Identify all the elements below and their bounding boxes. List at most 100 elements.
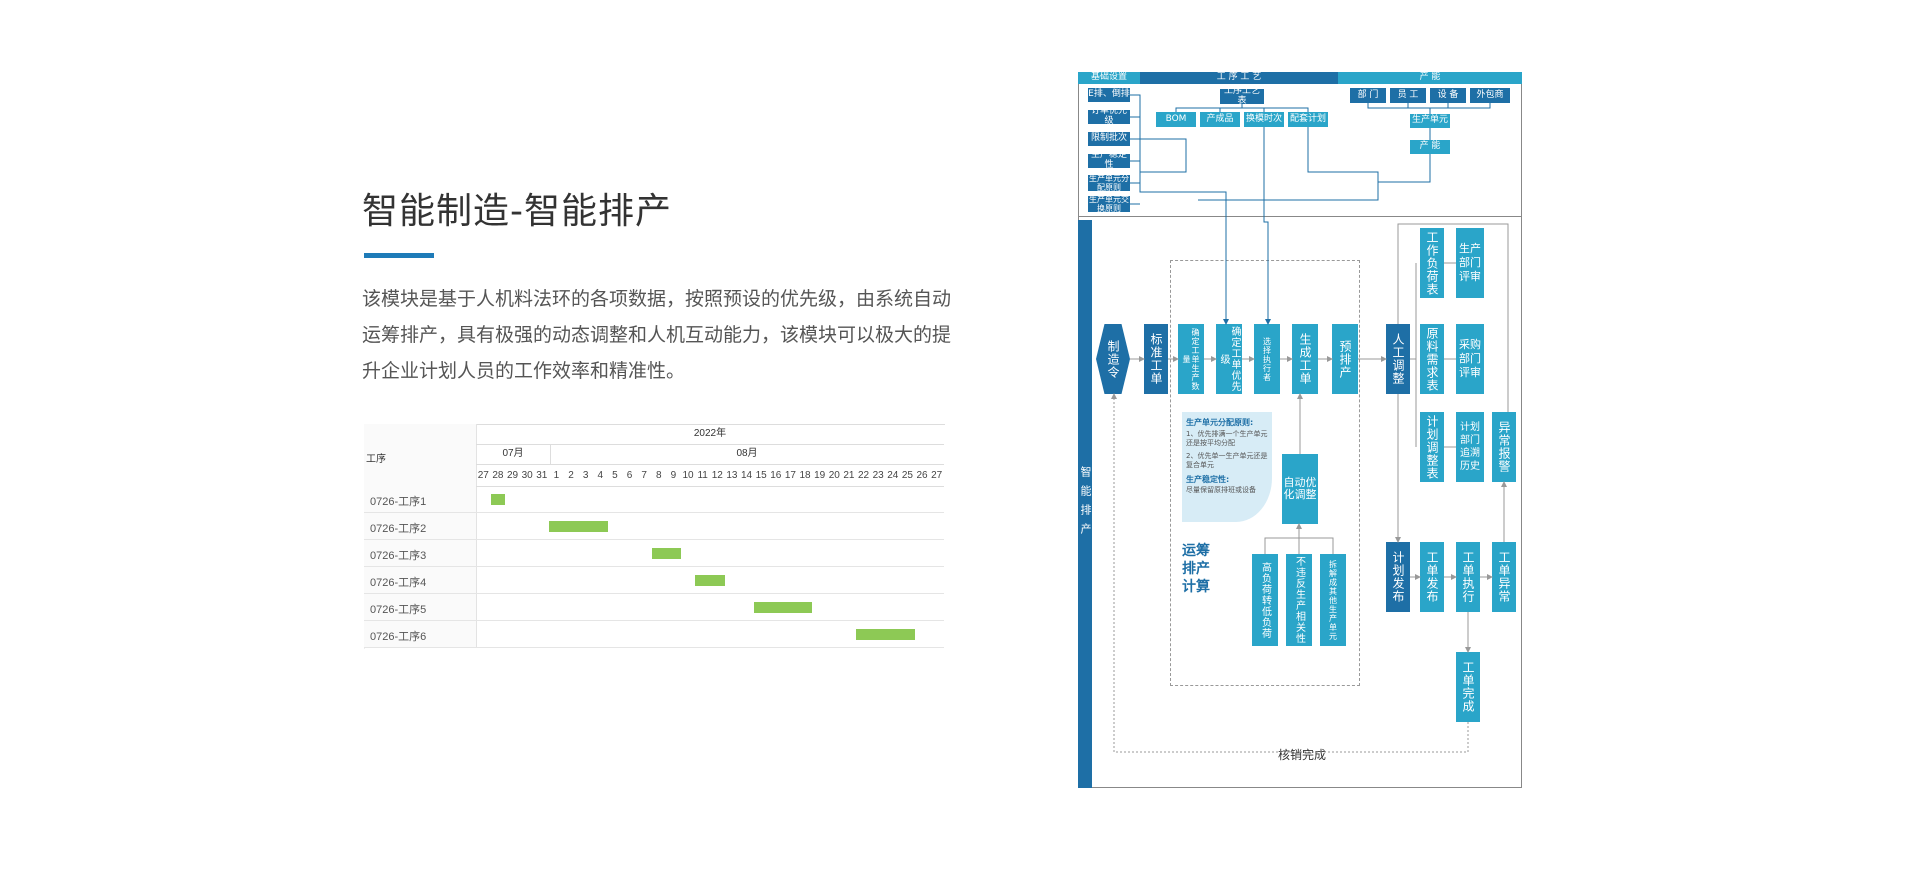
process-item-2: 产成品 xyxy=(1200,112,1240,127)
bottom-item-3: 拆解成其他生产单元 xyxy=(1320,554,1346,646)
gantt-task-bar[interactable] xyxy=(549,521,608,532)
gantt-day: 23 xyxy=(872,470,884,481)
title-underline xyxy=(364,253,434,258)
gantt-day: 28 xyxy=(492,470,504,481)
release-1: 计划发布 xyxy=(1386,542,1410,612)
gantt-task-label: 0726-工序2 xyxy=(370,523,427,535)
gantt-day: 24 xyxy=(887,470,899,481)
gantt-day: 2 xyxy=(568,470,574,481)
bottom-item-1: 高负荷转低负荷 xyxy=(1252,554,1278,646)
gantt-month-2: 08月 xyxy=(550,444,944,465)
gantt-day: 16 xyxy=(770,470,782,481)
gantt-day: 22 xyxy=(858,470,870,481)
gantt-day: 10 xyxy=(682,470,694,481)
flow-connectors xyxy=(1111,94,1509,753)
note-line-4: 尽量保留原排班或设备 xyxy=(1186,486,1256,494)
gantt-day: 27 xyxy=(477,470,489,481)
note-card xyxy=(1182,412,1272,522)
gantt-task-bar[interactable] xyxy=(856,629,915,640)
page-description: 该模块是基于人机料法环的各项数据，按照预设的优先级，由系统自动运筹排产，具有极强… xyxy=(362,288,952,382)
gantt-day: 14 xyxy=(741,470,753,481)
capacity-item-1: 部 门 xyxy=(1350,88,1386,103)
review-right-3: 计划部门追溯历史 xyxy=(1456,412,1484,482)
step-priority: 确定工单优先级 xyxy=(1216,324,1242,394)
release-4: 工单异常 xyxy=(1492,542,1516,612)
basic-item-5: 生产单元分配原则 xyxy=(1088,174,1130,192)
gantt-task-label: 0726-工序6 xyxy=(370,631,427,643)
table-row: 0726-工序2 xyxy=(364,513,944,540)
gantt-day: 1 xyxy=(553,470,560,481)
gantt-task-bar[interactable] xyxy=(651,548,681,559)
step-standard: 标准工单 xyxy=(1144,324,1168,394)
gantt-day: 13 xyxy=(726,470,738,481)
gantt-col-header: 工序 xyxy=(366,454,386,465)
gantt-day: 5 xyxy=(612,470,618,481)
gantt-day: 7 xyxy=(641,470,647,481)
gantt-day: 29 xyxy=(507,470,519,481)
capacity-item-3: 设 备 xyxy=(1430,88,1466,103)
alarm: 异常报警 xyxy=(1492,412,1516,482)
calc-area xyxy=(1170,260,1360,686)
capacity-output: 产 能 xyxy=(1410,140,1450,154)
gantt-task-label: 0726-工序5 xyxy=(370,604,427,616)
gantt-task-label: 0726-工序3 xyxy=(370,550,427,562)
process-item-3: 换模时次 xyxy=(1244,112,1284,127)
basic-item-6: 生产单元交换原则 xyxy=(1088,195,1130,213)
gantt-day: 11 xyxy=(697,470,708,481)
gantt-year: 2022年 xyxy=(476,424,944,445)
note-line-1: 1、优先排满一个生产单元还是按平均分配 xyxy=(1186,430,1268,447)
gantt-month-1: 07月 xyxy=(476,444,551,465)
table-row: 0726-工序6 xyxy=(364,621,944,648)
gantt-day: 21 xyxy=(843,470,855,481)
gantt-day: 30 xyxy=(521,470,533,481)
gantt-day: 4 xyxy=(597,470,604,481)
review-right-1: 生产部门评审 xyxy=(1456,228,1484,298)
gantt-day: 15 xyxy=(755,470,767,481)
capacity-item-2: 员 工 xyxy=(1390,88,1426,103)
note-line-2: 2、优先单一生产单元还是复合单元 xyxy=(1186,452,1268,469)
gantt-day: 20 xyxy=(828,470,840,481)
gantt-day: 3 xyxy=(582,470,589,481)
note-line-3: 生产稳定性: xyxy=(1186,475,1230,484)
auto-optimize: 自动优化调整 xyxy=(1282,454,1318,524)
calc-label: 运筹排产计算 xyxy=(1182,543,1210,595)
capacity-unit: 生产单元 xyxy=(1410,114,1450,128)
gantt-day: 6 xyxy=(626,470,633,481)
gantt-day: 18 xyxy=(799,470,811,481)
release-2: 工单发布 xyxy=(1420,542,1444,612)
basic-item-1: E排、倒排 xyxy=(1088,88,1130,102)
review-left-1: 工作负荷表 xyxy=(1420,228,1444,298)
gantt-day: 19 xyxy=(814,470,826,481)
gantt-day-strip xyxy=(476,464,944,487)
basic-item-2: 订单优先级 xyxy=(1088,106,1130,126)
gantt-task-bar[interactable] xyxy=(695,575,725,586)
order-done: 工单完成 xyxy=(1456,652,1480,722)
process-item-1: BOM xyxy=(1156,112,1196,127)
gantt-day: 27 xyxy=(931,470,943,481)
step-quantity: 确定工单生产数量 xyxy=(1178,324,1204,394)
process-item-4: 配套计划 xyxy=(1288,112,1328,127)
gantt-day: 9 xyxy=(670,470,677,481)
bottom-item-2: 不违反生产相关性 xyxy=(1286,554,1312,646)
step-generate: 生成工单 xyxy=(1292,324,1318,394)
basic-item-4: 生产稳定性 xyxy=(1088,150,1130,170)
gantt-task-label: 0726-工序4 xyxy=(370,577,427,589)
gantt-task-bar[interactable] xyxy=(753,602,813,613)
manual-adjust: 人工调整 xyxy=(1386,324,1410,394)
step-pre-schedule: 预排产 xyxy=(1332,324,1358,394)
gantt-day: 25 xyxy=(901,470,913,481)
basic-item-3: 限制批次 xyxy=(1088,132,1130,146)
header-process: 工 序 工 艺 xyxy=(1140,72,1338,84)
release-3: 工单执行 xyxy=(1456,542,1480,612)
page-title: 智能制造-智能排产 xyxy=(362,191,672,232)
table-row: 0726-工序5 xyxy=(364,594,944,621)
flow-divider xyxy=(1078,216,1522,217)
review-right-2: 采购部门评审 xyxy=(1456,324,1484,394)
gantt-day: 31 xyxy=(536,470,548,481)
gantt-day: 8 xyxy=(656,470,662,481)
gantt-task-bar[interactable] xyxy=(490,494,506,505)
header-basic: 基础设置 xyxy=(1078,72,1140,84)
review-left-2: 原料需求表 xyxy=(1420,324,1444,394)
close-label: 核销完成 xyxy=(1274,746,1331,763)
